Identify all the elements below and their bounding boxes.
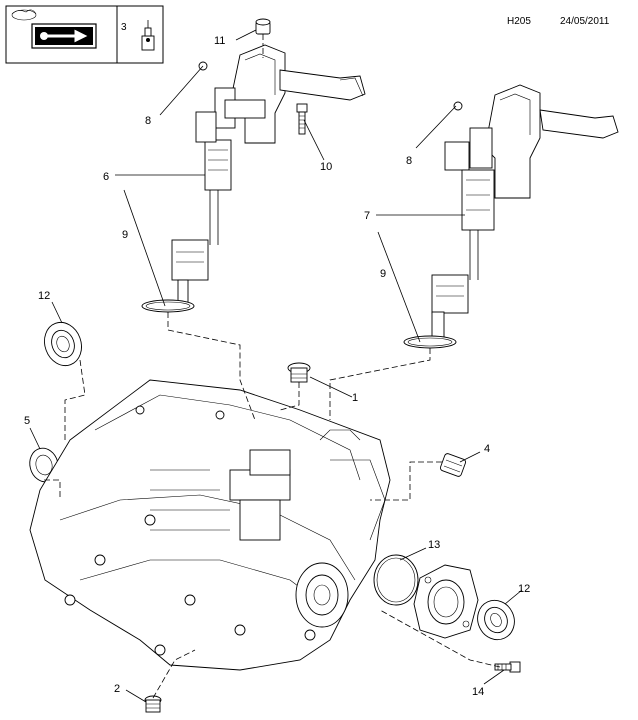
bolt-10 — [296, 103, 308, 135]
callout-2: 2 — [114, 683, 120, 695]
callout-8-left: 8 — [145, 115, 151, 127]
callout-9-right: 9 — [380, 268, 386, 280]
callout-14: 14 — [472, 686, 484, 698]
tool-number: 3 — [121, 22, 127, 33]
header-toolbox: 3 — [5, 5, 164, 64]
bolt-14 — [494, 661, 521, 673]
callout-10: 10 — [320, 161, 332, 173]
wrench-toolbox-icon — [31, 23, 97, 49]
bearing-cover-plate — [413, 564, 479, 639]
selector-assembly-left — [141, 18, 366, 313]
callout-13: 13 — [428, 539, 440, 551]
diagram-code: H205 — [507, 16, 531, 27]
callout-9-left: 9 — [122, 229, 128, 241]
o-ring-13 — [373, 554, 419, 606]
callout-1: 1 — [352, 392, 358, 404]
callout-5: 5 — [24, 415, 30, 427]
diagram-date: 24/05/2011 — [560, 16, 610, 27]
plug-2 — [144, 695, 162, 713]
assembly-guide-lines — [44, 48, 501, 699]
callout-11: 11 — [214, 35, 225, 47]
callout-7: 7 — [364, 210, 370, 222]
callout-12-left: 12 — [38, 290, 50, 302]
callout-4: 4 — [484, 443, 490, 455]
selector-assembly-right — [403, 84, 619, 349]
oil-seal-12-left — [44, 321, 82, 367]
car-logo-icon — [11, 9, 37, 21]
callout-6: 6 — [103, 171, 109, 183]
lubricant-bottle-icon — [141, 20, 155, 51]
callout-8-right: 8 — [406, 155, 412, 167]
callout-leader-lines — [29, 29, 523, 703]
callout-12-right: 12 — [518, 583, 530, 595]
gearbox-housing — [29, 379, 391, 671]
oil-seal-12-right — [477, 599, 515, 641]
plug-4 — [439, 453, 467, 477]
plug-1 — [287, 362, 311, 383]
